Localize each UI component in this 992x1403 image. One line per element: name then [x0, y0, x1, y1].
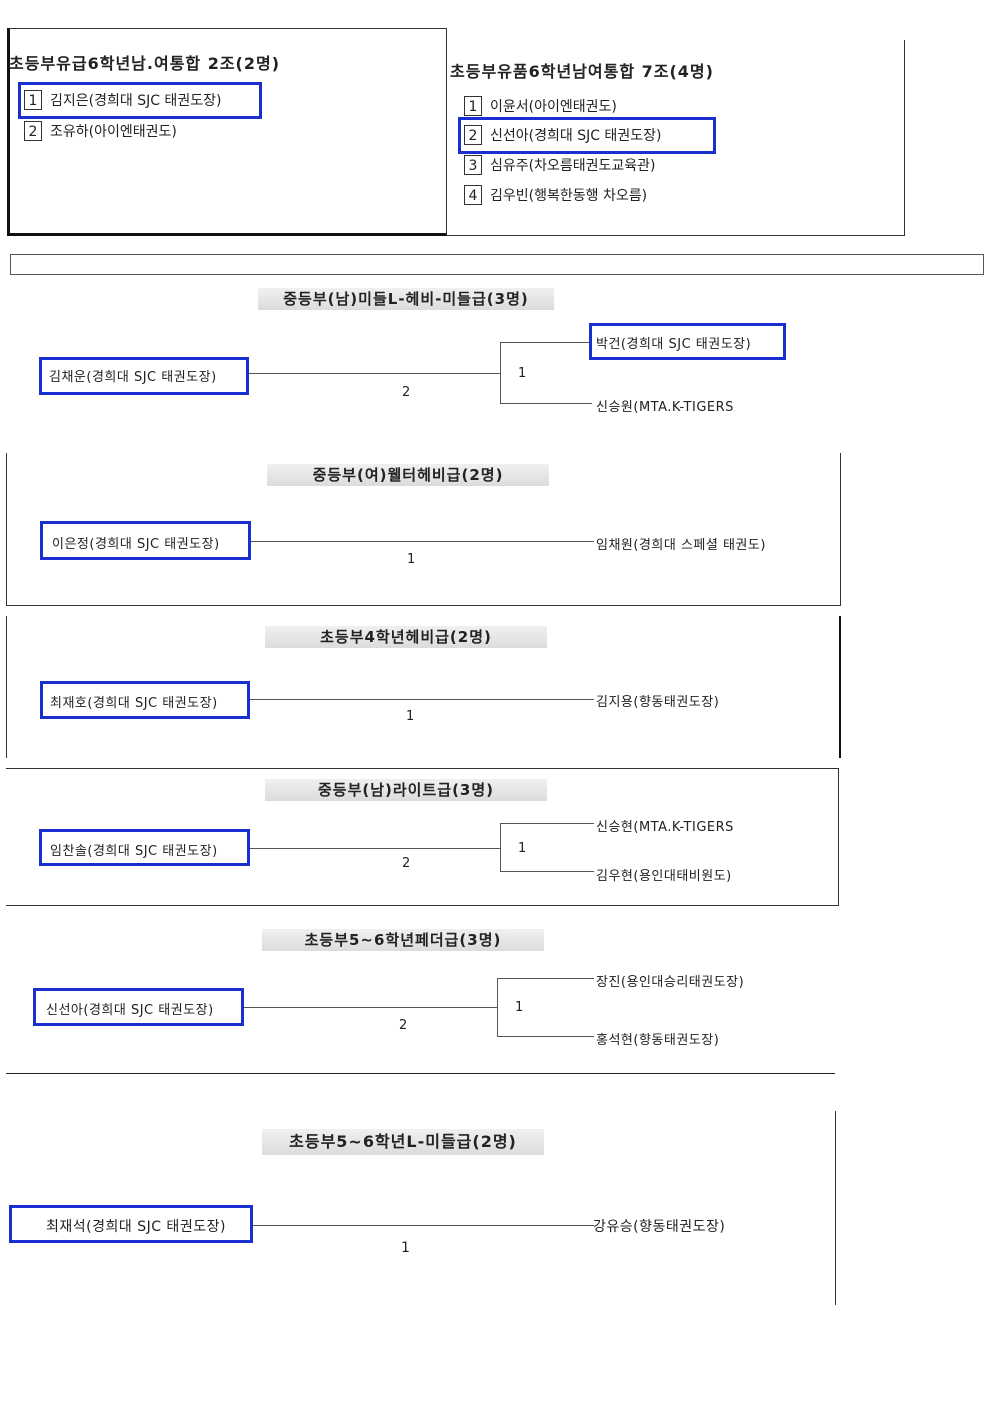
- bracket1-left-highlight: [39, 357, 249, 395]
- bracket4-right-score: 1: [518, 841, 527, 856]
- group-a-entry-1-highlight: [18, 82, 262, 119]
- entry-name: 심유주(차오름태권도교육관): [490, 158, 656, 174]
- bracket1-right-bottom-name: 신승원(MTA.K-TIGERS: [596, 400, 734, 415]
- bracket4-main-line: [250, 848, 501, 849]
- group-b-entry-2-highlight: [458, 117, 716, 154]
- bracket4-join-line: [500, 823, 501, 871]
- entry-number: 2: [24, 121, 42, 141]
- bracket1-right-top-highlight: [589, 323, 786, 360]
- bracket2-main-line: [251, 541, 594, 542]
- group-b-entry-3: 3 심유주(차오름태권도교육관): [464, 155, 655, 175]
- bracket4-frame: [6, 768, 839, 906]
- bracket1-right-score: 1: [518, 366, 527, 381]
- bracket5-divider: [6, 1073, 835, 1074]
- group-b-entry-2: 2 신선아(경희대 SJC 태권도장): [464, 125, 661, 145]
- bracket6-main-line: [253, 1225, 594, 1226]
- entry-number: 2: [464, 125, 482, 145]
- bracket4-right-top-name: 신승현(MTA.K-TIGERS: [596, 820, 734, 835]
- bracket5-top-line: [497, 978, 594, 979]
- bracket2-left-name: 이은정(경희대 SJC 태권도장): [52, 537, 220, 552]
- entry-name: 이윤서(아이엔태권도): [490, 99, 617, 115]
- bracket1-left-name: 김채운(경희대 SJC 태권도장): [49, 370, 217, 385]
- bracket1-top-line: [500, 342, 592, 343]
- bracket5-right-score: 1: [515, 1000, 524, 1015]
- bracket5-left-highlight: [33, 988, 244, 1026]
- bracket1-left-score: 2: [402, 385, 411, 400]
- bracket2-score: 1: [407, 552, 416, 567]
- bracket5-main-line: [244, 1007, 498, 1008]
- group-a-title: 초등부유급6학년남.여통합 2조(2명): [9, 54, 281, 73]
- separator-bar: [10, 254, 984, 275]
- bracket1-main-line: [249, 373, 501, 374]
- bracket6-score: 1: [401, 1240, 410, 1256]
- bracket5-title: 초등부5~6학년페더급(3명): [262, 929, 544, 951]
- bracket6-right-name: 강유승(향동태권도장): [593, 1219, 726, 1235]
- bracket5-join-line: [497, 978, 498, 1036]
- bracket3-frame: [6, 616, 841, 758]
- group-b-entry-1: 1 이윤서(아이엔태권도): [464, 96, 617, 116]
- bracket2-title: 중등부(여)웰터헤비급(2명): [267, 464, 549, 486]
- bracket3-main-line: [250, 699, 594, 700]
- bracket5-bottom-line: [497, 1036, 594, 1037]
- bracket4-left-name: 임찬솔(경희대 SJC 태권도장): [50, 844, 218, 859]
- bracket1-title: 중등부(남)미들L-헤비-미들급(3명): [258, 288, 554, 310]
- bracket3-right-name: 김지용(향동태권도장): [596, 695, 720, 710]
- bracket5-right-bottom-name: 홍석현(향동태권도장): [596, 1033, 720, 1048]
- group-a-entry-2: 2 조유하(아이엔태권도): [24, 121, 177, 141]
- bracket3-left-highlight: [40, 681, 250, 719]
- bracket1-bottom-line: [500, 403, 592, 404]
- entry-name: 김우빈(행복한동행 차오름): [490, 188, 648, 204]
- bracket4-bottom-line: [500, 871, 594, 872]
- entry-name: 김지은(경희대 SJC 태권도장): [50, 93, 222, 109]
- entry-number: 1: [464, 96, 482, 116]
- bracket2-frame: [6, 453, 841, 606]
- bracket1-join-line: [500, 342, 501, 403]
- bracket3-left-name: 최재호(경희대 SJC 태권도장): [50, 696, 218, 711]
- bracket4-top-line: [500, 823, 594, 824]
- entry-number: 1: [24, 90, 42, 110]
- entry-name: 신선아(경희대 SJC 태권도장): [490, 128, 662, 144]
- group-b-frame: [447, 40, 905, 236]
- bracket6-left-highlight: [9, 1205, 253, 1243]
- bracket4-right-bottom-name: 김우현(용인대태비원도): [596, 869, 732, 884]
- group-a-frame: [7, 28, 447, 236]
- bracket3-score: 1: [406, 709, 415, 724]
- bracket5-left-score: 2: [399, 1018, 408, 1033]
- bracket3-title: 초등부4학년헤비급(2명): [265, 626, 547, 648]
- bracket2-right-name: 임채원(경희대 스페셜 태권도): [596, 538, 766, 553]
- bracket2-left-highlight: [40, 521, 251, 560]
- entry-number: 4: [464, 185, 482, 205]
- bracket5-right-top-name: 장진(용인대승리태권도장): [596, 975, 745, 990]
- entry-name: 조유하(아이엔태권도): [50, 124, 177, 140]
- bracket1-right-top-name: 박건(경희대 SJC 태권도장): [596, 337, 752, 352]
- bracket6-title: 초등부5~6학년L-미들급(2명): [262, 1129, 544, 1155]
- group-b-title: 초등부유품6학년남여통합 7조(4명): [450, 62, 714, 81]
- entry-number: 3: [464, 155, 482, 175]
- bracket4-title: 중등부(남)라이트급(3명): [265, 779, 547, 801]
- bracket6-left-name: 최재석(경희대 SJC 태권도장): [46, 1219, 226, 1235]
- group-b-entry-4: 4 김우빈(행복한동행 차오름): [464, 185, 647, 205]
- bracket6-right-border: [835, 1111, 836, 1305]
- group-a-entry-1: 1 김지은(경희대 SJC 태권도장): [24, 90, 221, 110]
- bracket4-left-highlight: [39, 829, 250, 866]
- bracket4-left-score: 2: [402, 856, 411, 871]
- bracket5-left-name: 신선아(경희대 SJC 태권도장): [46, 1003, 214, 1018]
